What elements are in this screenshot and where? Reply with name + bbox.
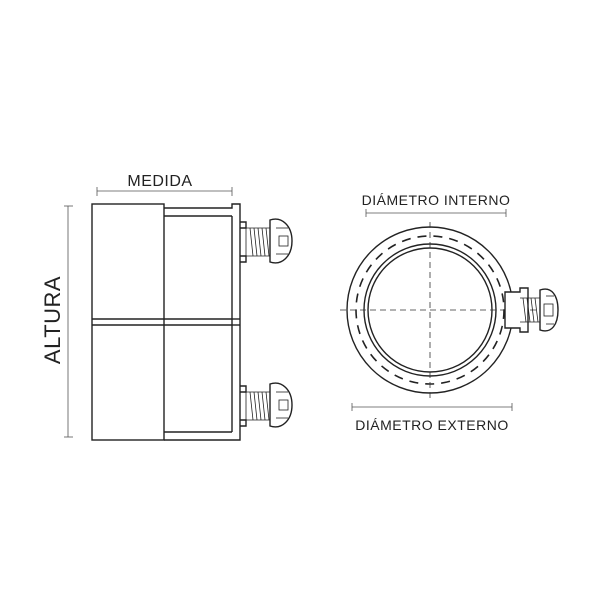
coupling-side-body bbox=[91, 203, 241, 441]
diametro-interno-dimension: DIÁMETRO INTERNO bbox=[362, 192, 511, 217]
screw-side bbox=[504, 287, 559, 333]
top-view: DIÁMETRO INTERNO DIÁMETRO EXT bbox=[340, 192, 560, 433]
altura-label: ALTURA bbox=[40, 276, 65, 364]
screw-bottom bbox=[239, 382, 293, 428]
medida-label: MEDIDA bbox=[127, 173, 192, 190]
diametro-externo-label: DIÁMETRO EXTERNO bbox=[355, 417, 508, 433]
screw-top bbox=[239, 218, 293, 264]
medida-dimension: MEDIDA bbox=[96, 173, 233, 196]
side-view: MEDIDA ALTURA bbox=[40, 173, 293, 441]
altura-dimension: ALTURA bbox=[40, 205, 73, 438]
diametro-interno-label: DIÁMETRO INTERNO bbox=[362, 192, 511, 208]
diametro-externo-dimension: DIÁMETRO EXTERNO bbox=[351, 403, 513, 433]
